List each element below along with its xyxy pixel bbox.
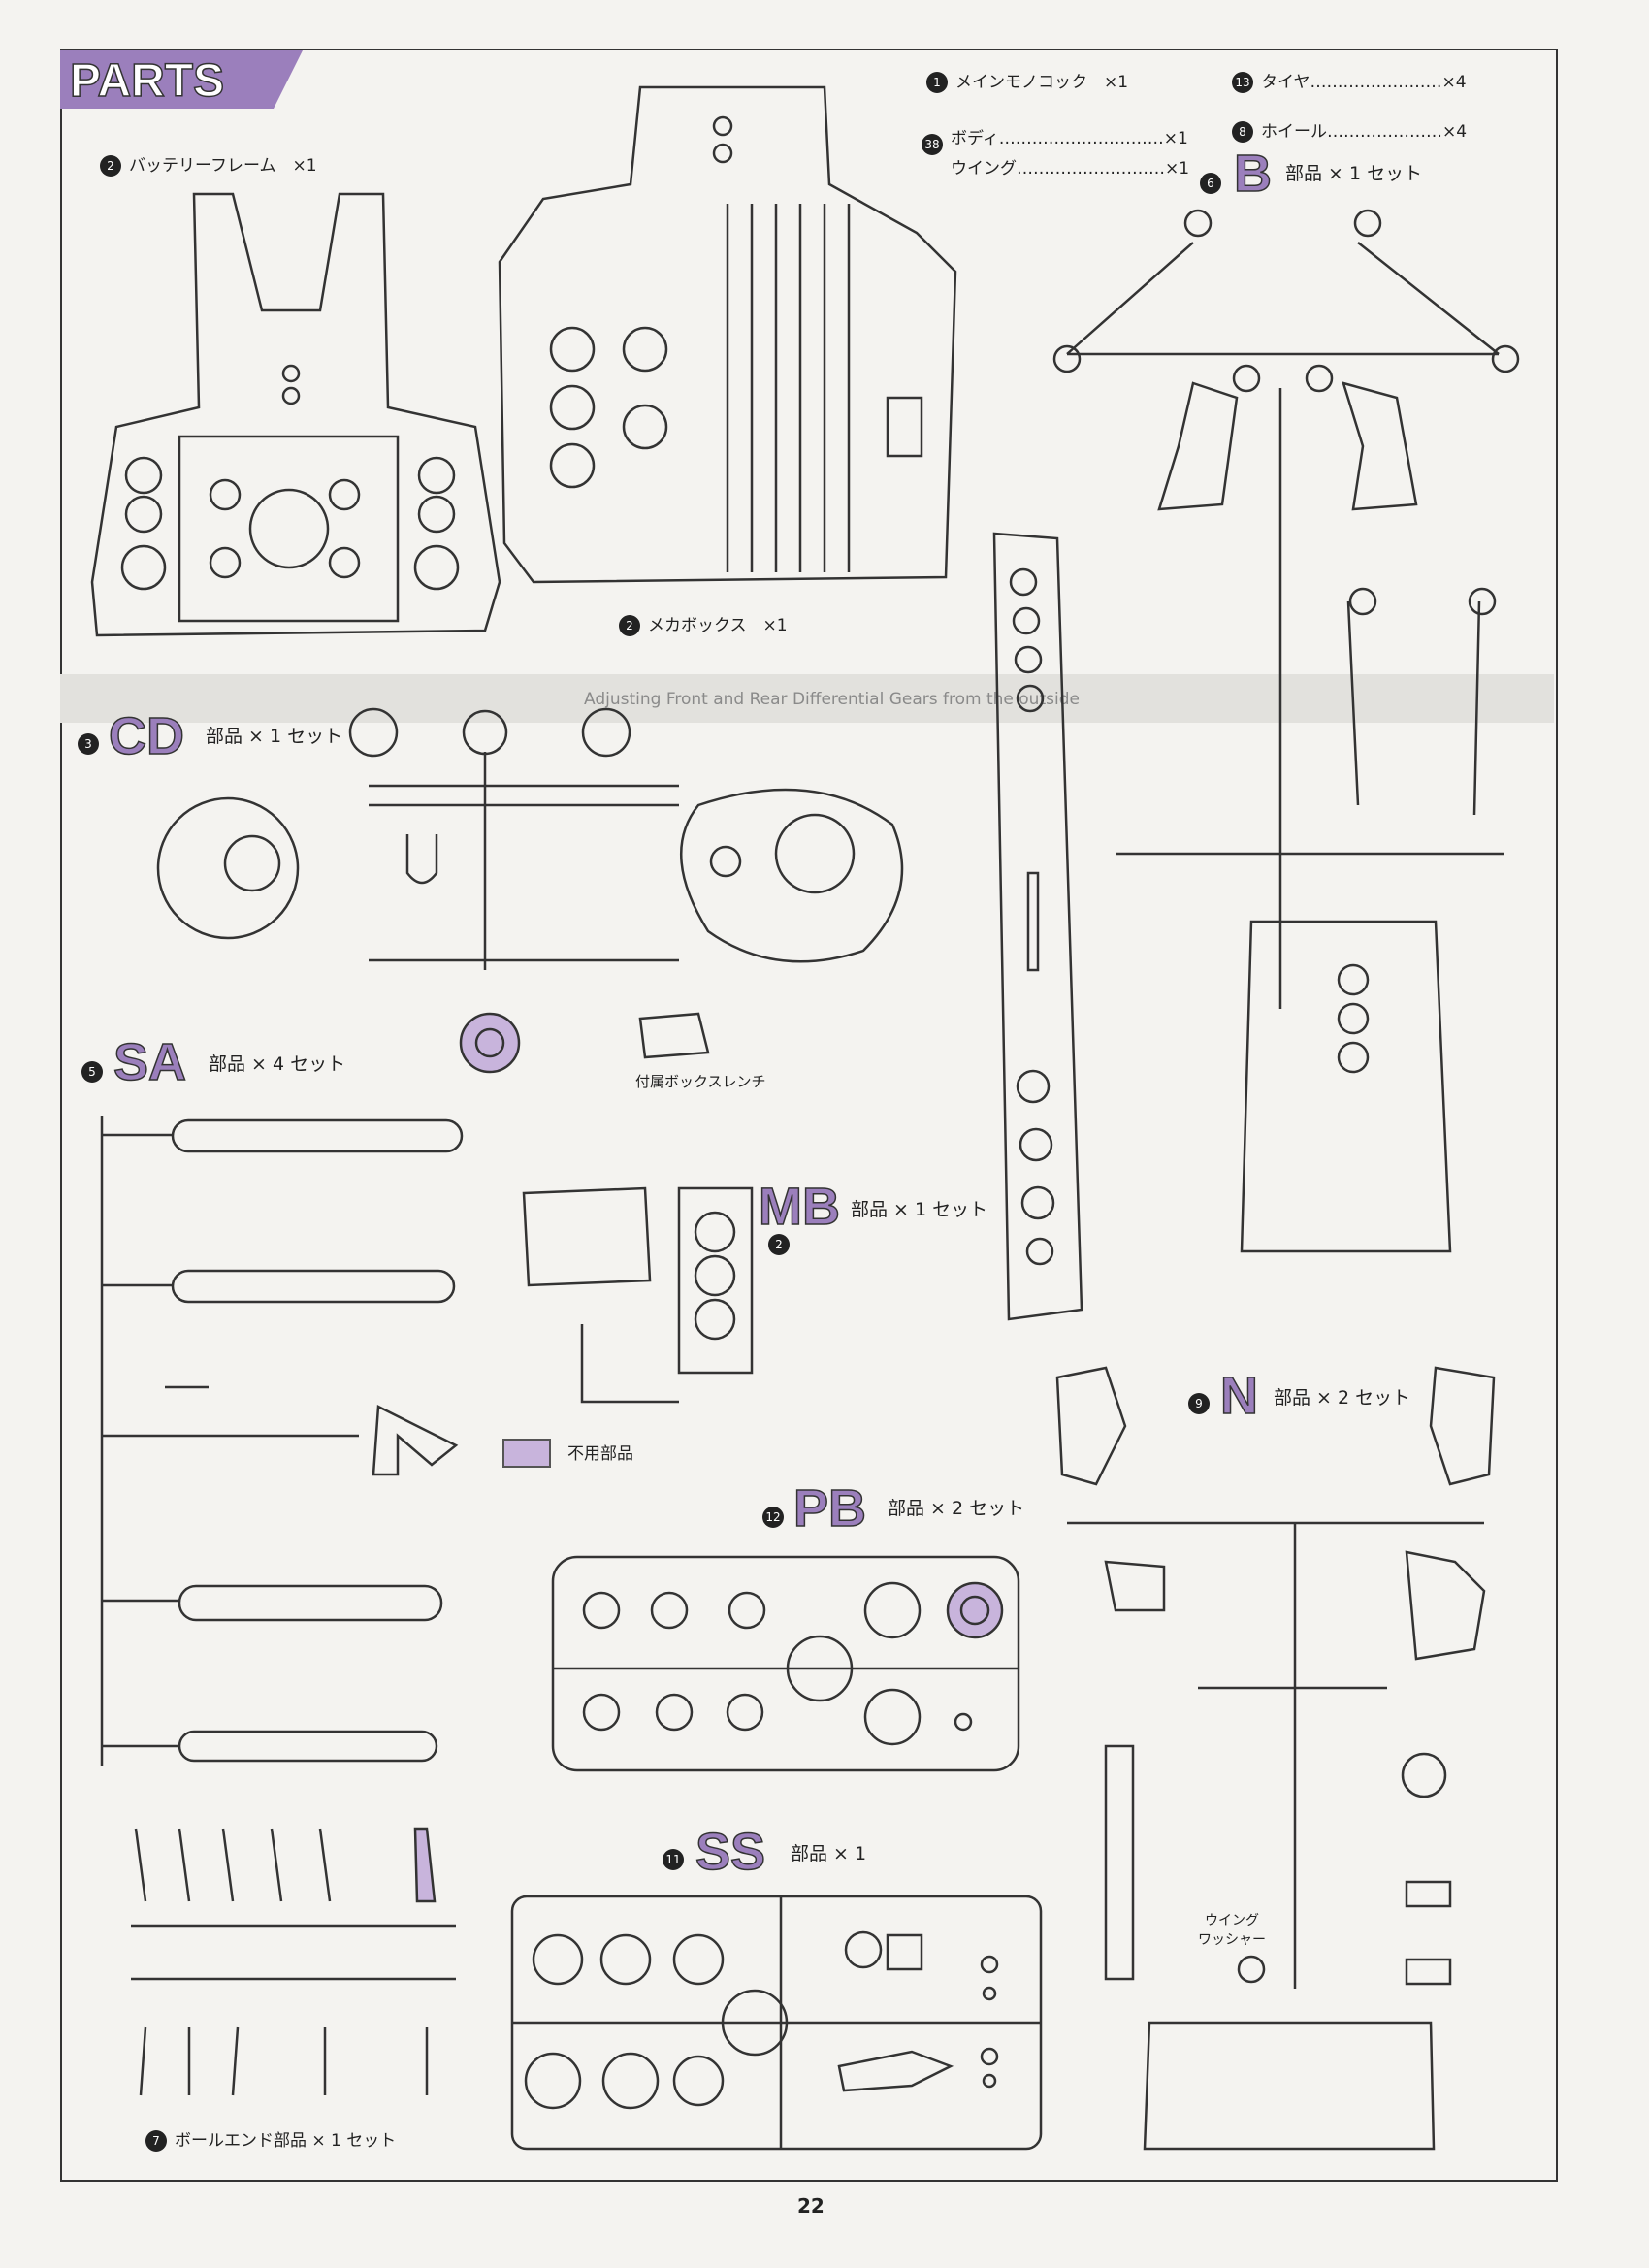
monocoque-drawing — [992, 532, 1083, 1321]
part-number-badge: 13 — [1232, 72, 1253, 93]
part-number-badge: 7 — [146, 2130, 167, 2152]
ball-end-drawing — [131, 1827, 456, 2096]
part-number-badge: 2 — [619, 615, 640, 636]
part-number-badge: 2 — [100, 155, 121, 177]
part-number-badge: 8 — [1232, 121, 1253, 143]
ss-sprue-drawing — [510, 1895, 1043, 2151]
parts-header: PARTS — [60, 50, 303, 109]
cd-sprue-drawing — [156, 707, 904, 1074]
unused-parts-label: 不用部品 — [567, 1444, 633, 1464]
part-number-badge: 38 — [922, 134, 943, 155]
battery-frame-drawing — [90, 192, 501, 637]
wing-label: ウイング………………………×1 — [951, 159, 1190, 178]
mecha-box-drawing — [498, 85, 957, 584]
parts-title: PARTS — [69, 54, 225, 108]
body-wing-label: 38 ボディ…………………………×1 ウイング………………………×1 — [922, 124, 1189, 178]
wing-washer-label: ウイングワッシャー — [1198, 1913, 1266, 1948]
n-sprue-drawing — [1055, 1366, 1496, 2151]
sa-sprue-drawing — [100, 1116, 464, 1766]
page-number: 22 — [797, 2194, 824, 2218]
part-number-badge: 1 — [926, 72, 948, 93]
b-sprue-drawing — [1052, 209, 1520, 1253]
body-label: ボディ…………………………×1 — [951, 129, 1188, 148]
band-text: Adjusting Front and Rear Differential Ge… — [584, 690, 1080, 709]
box-wrench-label: 付属ボックスレンチ — [635, 1073, 766, 1090]
unused-swatch — [502, 1439, 551, 1468]
mb-sprue-drawing — [522, 1186, 754, 1404]
background-band: Adjusting Front and Rear Differential Ge… — [60, 674, 1554, 723]
pb-sprue-drawing — [551, 1555, 1020, 1772]
page-frame — [60, 49, 1558, 2182]
